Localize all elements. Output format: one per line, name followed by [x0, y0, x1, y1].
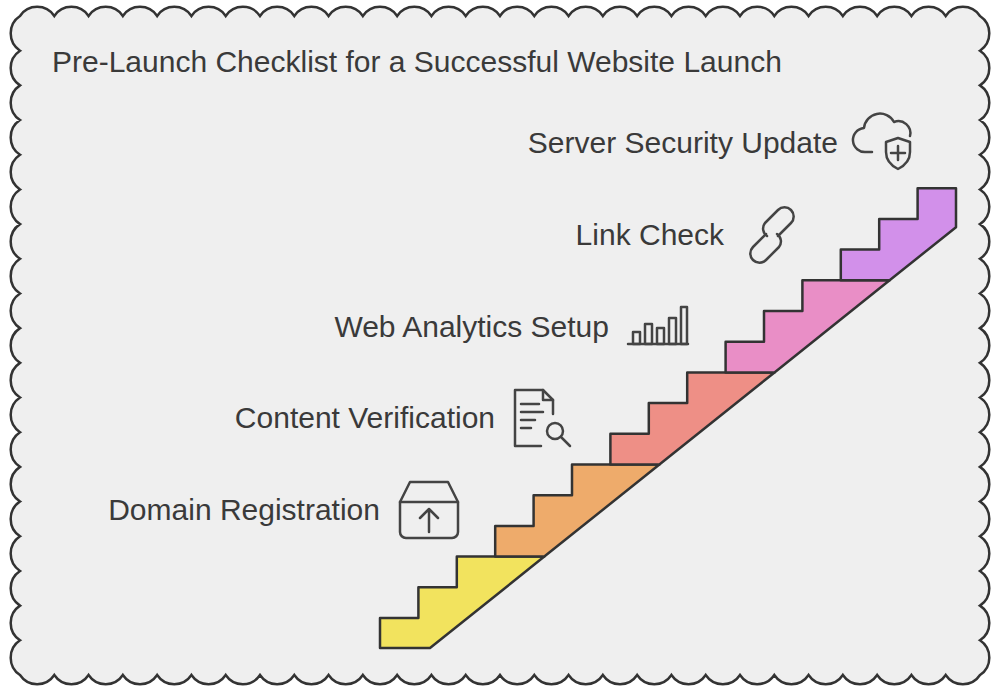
cloud-outline [11, 7, 990, 684]
cloud-shield-icon [853, 114, 910, 169]
upload-box-icon [400, 482, 458, 538]
step-label: Content Verification [235, 398, 495, 438]
stair-segment [841, 188, 956, 280]
document-search-icon [515, 390, 570, 446]
stair-segment [380, 557, 544, 648]
bar-chart-icon [628, 307, 688, 344]
step-label: Domain Registration [108, 490, 380, 530]
diagram-title: Pre-Launch Checklist for a Successful We… [52, 42, 782, 82]
chain-icon [750, 207, 793, 262]
step-label: Link Check [576, 215, 724, 255]
stair-segment [726, 280, 890, 372]
step-label: Web Analytics Setup [334, 307, 609, 347]
stair-segment [610, 372, 774, 464]
step-label: Server Security Update [528, 123, 838, 163]
stair-segment [495, 465, 659, 557]
